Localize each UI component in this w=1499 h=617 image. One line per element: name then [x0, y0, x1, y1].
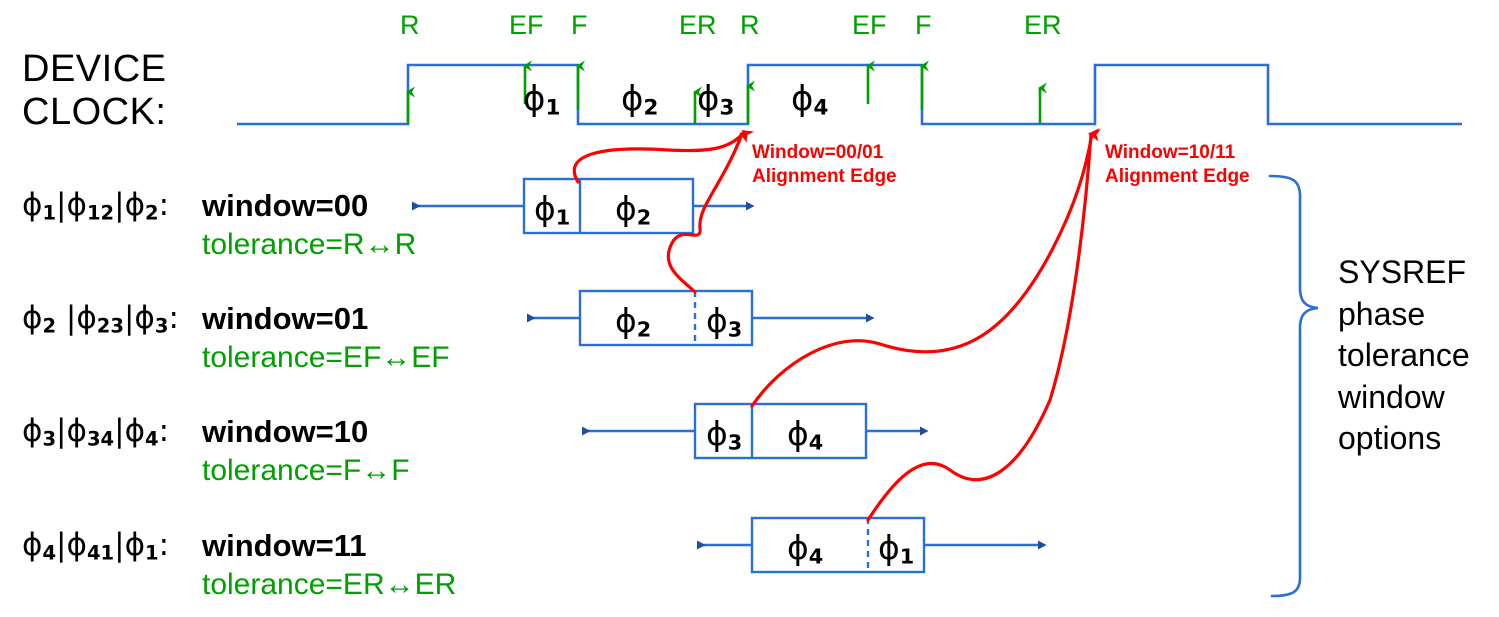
row-window-01-key: ϕ2 |ϕ23|ϕ3:	[22, 300, 179, 338]
row-window-00-value: window=00	[202, 188, 369, 223]
row-window-10-key: ϕ3|ϕ34|ϕ4:	[22, 413, 170, 451]
row2-box-label-phi2: ϕ2	[615, 301, 652, 342]
row-window-00-key: ϕ1|ϕ12|ϕ2:	[22, 187, 170, 225]
row-window-11-tolerance: tolerance=ER↔ER	[202, 568, 457, 601]
sysref-brace	[1268, 174, 1319, 598]
edge-label-ef-2: EF	[852, 10, 887, 40]
row4-box-label-phi1: ϕ1	[878, 528, 915, 569]
sysref-caption-line-4: window	[1338, 378, 1445, 415]
window-1011-line1: Window=10/11	[1105, 142, 1236, 163]
row1-box-label-phi2: ϕ2	[615, 189, 652, 230]
row-window-00-graphics	[412, 177, 755, 235]
sysref-caption-line-3: tolerance	[1338, 337, 1470, 374]
window-0001-alignment-edge-note: Window=00/01 Alignment Edge	[752, 141, 897, 189]
pointer-row1-to-edge	[572, 132, 744, 184]
row3-box-label-phi3: ϕ3	[706, 414, 743, 455]
row-window-10-tolerance: tolerance=F↔F	[202, 454, 410, 487]
window-1011-line2: Alignment Edge	[1105, 165, 1250, 187]
pointer-row2-to-edge	[666, 134, 742, 294]
window-1011-alignment-edge-note: Window=10/11 Alignment Edge	[1105, 141, 1250, 189]
waveform-phase-label-phi1: ϕ1	[523, 79, 561, 121]
row-window-11-key: ϕ4|ϕ41|ϕ1:	[22, 527, 170, 565]
device-clock-waveform	[237, 63, 1462, 126]
edge-label-er-2: ER	[1024, 10, 1062, 40]
waveform-phase-label-phi2: ϕ2	[621, 79, 659, 121]
sysref-caption-line-5: options	[1338, 420, 1442, 457]
edge-label-er-1: ER	[679, 10, 717, 40]
alignment-edge-pointers	[572, 132, 1092, 522]
row-window-11-value: window=11	[202, 528, 367, 563]
device-clock-title-line2: CLOCK:	[22, 90, 167, 133]
edge-label-ef-1: EF	[509, 10, 544, 40]
edge-label-r-2: R	[740, 10, 760, 40]
row-window-10-graphics	[582, 402, 929, 460]
window-0001-line2: Alignment Edge	[752, 165, 897, 187]
row4-box-label-phi4: ϕ4	[787, 528, 824, 569]
edge-label-f-2: F	[915, 10, 932, 40]
waveform-phase-label-phi4: ϕ4	[791, 79, 829, 121]
row-window-01-value: window=01	[202, 301, 369, 336]
row-window-01-graphics	[527, 289, 875, 347]
row-window-11-graphics	[697, 516, 1047, 574]
pointer-row4-to-edge	[866, 134, 1091, 522]
device-clock-title-line1: DEVICE	[22, 48, 167, 90]
edge-label-f-1: F	[571, 10, 588, 40]
row2-box-label-phi3: ϕ3	[706, 301, 743, 342]
row1-box-label-phi1: ϕ1	[534, 189, 571, 230]
window-0001-line1: Window=00/01	[752, 142, 884, 163]
row-window-10-value: window=10	[202, 414, 369, 449]
waveform-phase-label-phi3: ϕ3	[697, 79, 735, 121]
row-window-00-tolerance: tolerance=R↔R	[202, 228, 417, 261]
sysref-caption: SYSREF phase tolerance window options	[1338, 252, 1470, 460]
device-clock-title: DEVICE CLOCK:	[22, 48, 166, 134]
row3-box-label-phi4: ϕ4	[787, 414, 824, 455]
sysref-caption-line-2: phase	[1338, 295, 1426, 332]
row-window-01-tolerance: tolerance=EF↔EF	[202, 341, 450, 374]
edge-label-r-1: R	[400, 10, 420, 40]
sysref-caption-line-1: SYSREF	[1338, 254, 1467, 290]
